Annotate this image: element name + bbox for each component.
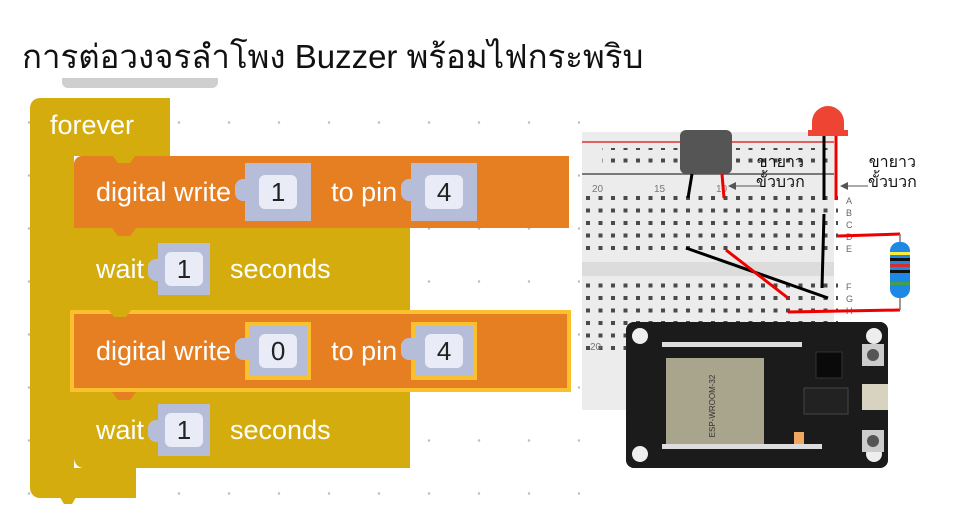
block-notch [108, 309, 132, 317]
forever-block-top[interactable] [30, 98, 170, 156]
svg-text:ESP-WROOM-32: ESP-WROOM-32 [708, 374, 717, 437]
value-socket[interactable]: 1 [148, 243, 211, 295]
block-label: wait [96, 253, 145, 284]
col-label-20: 20 [592, 184, 604, 195]
block-label: wait [96, 414, 145, 445]
block-label: seconds [230, 414, 331, 445]
value-input[interactable]: 1 [259, 175, 298, 209]
page-title: การต่อวงจรลำโพง Buzzer พร้อมไฟกระพริบ [22, 38, 644, 75]
wait-block[interactable]: wait 1 seconds [74, 392, 410, 468]
value-socket[interactable]: 1 [148, 404, 211, 456]
forever-block-notch [58, 494, 78, 504]
pin-socket[interactable]: 4 [401, 322, 478, 380]
led-annotation: ขายาว ขั้วบวก [868, 152, 917, 192]
pin-input[interactable]: 4 [425, 334, 464, 368]
esp32-board: ESP-WROOM-32 [626, 322, 888, 468]
col-label-15: 15 [654, 184, 666, 195]
wait-block[interactable]: wait 1 seconds [74, 228, 410, 310]
svg-text:A: A [846, 196, 852, 206]
esp-wroom-module [666, 358, 764, 446]
annotation-line2: ขั้วบวก [868, 172, 917, 191]
value-input[interactable]: 1 [165, 252, 204, 286]
svg-text:E: E [846, 244, 852, 254]
usb-port [862, 384, 888, 410]
block-label: to pin [331, 335, 398, 366]
block-notch [112, 228, 136, 236]
pin-input[interactable]: 4 [425, 175, 464, 209]
rail-holes-bottom [582, 332, 632, 356]
workspace-scrollbar[interactable] [62, 78, 218, 88]
value-socket[interactable]: 0 [235, 322, 312, 380]
forever-block-arm[interactable] [30, 150, 74, 480]
center-channel [582, 262, 834, 276]
col-label-20-bottom: 20 [590, 342, 602, 353]
block-notch [112, 392, 136, 400]
block-label: digital write [96, 176, 232, 207]
svg-text:G: G [846, 294, 853, 304]
svg-text:F: F [846, 282, 852, 292]
annotation-line2: ขั้วบวก [756, 172, 805, 191]
digital-write-block-selected[interactable]: digital write 0 to pin 4 [70, 309, 571, 392]
col-label-10: 10 [716, 184, 728, 195]
value-socket[interactable]: 1 [235, 163, 312, 221]
forever-label: forever [50, 110, 135, 140]
annotation-line1: ขายาว [756, 152, 804, 171]
annotation-line1: ขายาว [868, 152, 916, 171]
svg-text:C: C [846, 220, 853, 230]
pin-socket[interactable]: 4 [401, 163, 478, 221]
terminal-holes-bottom [582, 278, 838, 328]
block-label: seconds [230, 253, 331, 284]
block-notch [112, 155, 136, 163]
svg-text:B: B [846, 208, 852, 218]
buzzer [680, 130, 732, 174]
digital-write-block[interactable]: digital write 1 to pin 4 [74, 155, 569, 228]
block-label: to pin [331, 176, 398, 207]
buzzer-annotation: ขายาว ขั้วบวก [756, 152, 805, 192]
block-label: digital write [96, 335, 232, 366]
terminal-holes-top [582, 196, 838, 258]
value-input[interactable]: 1 [165, 413, 204, 447]
value-input[interactable]: 0 [259, 334, 298, 368]
red-led [808, 106, 848, 136]
forever-block-bottom[interactable] [30, 468, 136, 498]
